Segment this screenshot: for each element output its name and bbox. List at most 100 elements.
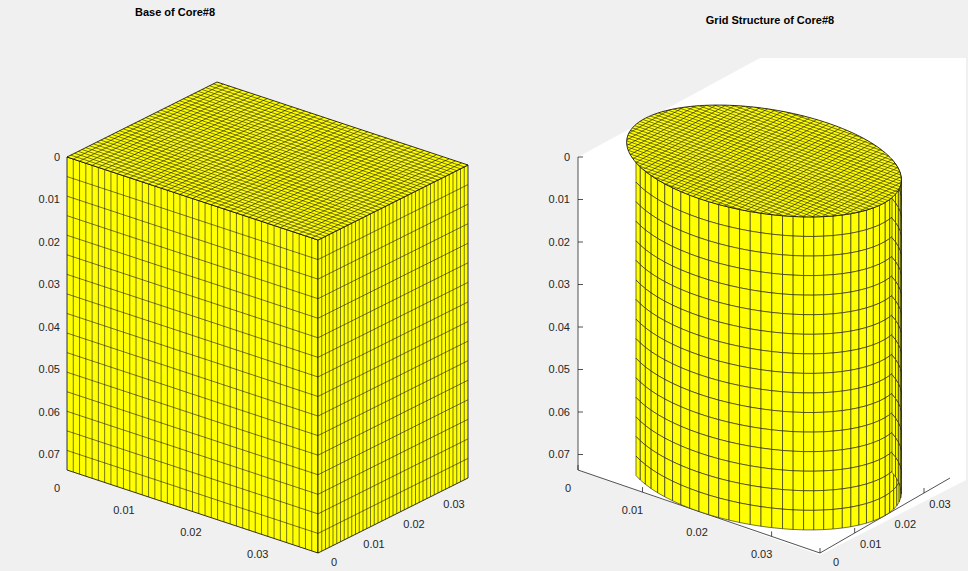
cylinder-cell	[833, 430, 842, 451]
grid-line	[578, 284, 583, 285]
cylinder-cell	[772, 234, 783, 255]
cylinder-cell	[814, 510, 824, 530]
grid-line	[578, 465, 579, 470]
cylinder-cell	[814, 432, 824, 452]
cylinder-cell	[824, 353, 834, 373]
grid-line	[318, 282, 468, 357]
grid-line	[642, 487, 643, 492]
cylinder-cell	[873, 460, 879, 482]
cylinder-cell	[699, 316, 709, 339]
cylinder-cell	[885, 239, 890, 262]
cylinder-cell	[793, 334, 803, 354]
cylinder-cell	[690, 215, 699, 238]
cylinder-cell	[896, 457, 899, 481]
cylinder-cell	[783, 392, 794, 412]
cylinder-cell	[761, 448, 772, 469]
grid-line	[318, 224, 468, 299]
cylinder-cell	[880, 496, 885, 518]
tick-label: 0.05	[549, 364, 570, 375]
cylinder-cell	[833, 450, 842, 471]
cylinder-cell	[851, 329, 859, 350]
cylinder-cell	[824, 275, 834, 295]
cylinder-cell	[793, 353, 803, 373]
tick-label: 0.01	[549, 194, 570, 205]
cylinder-cell	[681, 407, 690, 430]
cylinder-cell	[729, 246, 740, 268]
cylinder-cell	[709, 241, 719, 263]
cylinder-cell	[804, 315, 814, 335]
cylinder-cell	[833, 391, 842, 412]
cylinder-cell	[681, 348, 690, 371]
cylinder-cell	[740, 209, 751, 231]
cylinder-cell	[690, 489, 699, 512]
tick-label: 0.01	[363, 539, 384, 550]
grid-line	[202, 90, 453, 173]
cylinder-cell	[859, 327, 866, 349]
tick-label: 0.02	[39, 237, 60, 248]
cylinder-cell	[690, 332, 699, 355]
grid-line	[578, 369, 583, 370]
cylinder-cell	[880, 379, 885, 401]
cylinder-cell	[866, 423, 873, 445]
grid-line	[213, 84, 464, 167]
cylinder-cell	[859, 230, 866, 252]
cylinder-cell	[833, 352, 842, 373]
cylinder-cell	[719, 361, 729, 383]
cylinder-cell	[880, 222, 885, 244]
cylinder-cell	[824, 372, 834, 392]
tick-label: 0	[331, 557, 337, 568]
cylinder-cell	[859, 367, 866, 389]
top-grid	[581, 84, 947, 238]
cylinder-cell	[651, 469, 657, 493]
tick-label: 0.03	[443, 499, 464, 510]
cylinder-cell	[804, 452, 814, 472]
grid-line	[578, 412, 583, 413]
cylinder-cell	[750, 348, 761, 369]
cylinder-cell	[793, 216, 803, 236]
tick-label: 0.01	[39, 194, 60, 205]
cylinder-cell	[851, 349, 859, 370]
grid-line	[293, 157, 443, 232]
cylinder-cell	[783, 255, 794, 275]
cylinder-cell	[859, 347, 866, 369]
cylinder-cell	[814, 393, 824, 413]
cylinder-cell	[740, 464, 751, 486]
cylinder-cell	[690, 371, 699, 394]
cylinder-cell	[709, 397, 719, 419]
cylinder-cell	[880, 476, 885, 498]
cylinder-cell	[709, 221, 719, 243]
cylinder-cell	[699, 414, 709, 437]
cylinder-cell	[783, 431, 794, 451]
cylinder-cell	[719, 283, 729, 305]
cylinder-cell	[740, 366, 751, 388]
cylinder-cell	[699, 453, 709, 476]
cylinder-cell	[690, 352, 699, 375]
grid-line	[67, 314, 318, 397]
cylinder-cell	[750, 270, 761, 291]
cylinder-cell	[709, 476, 719, 498]
cylinder-cell	[866, 443, 873, 465]
grid-line	[67, 294, 318, 377]
cylinder-cell	[866, 267, 873, 289]
cylinder-cell	[740, 405, 751, 427]
cylinder-cell	[750, 212, 761, 233]
cylinder-cell	[873, 323, 879, 345]
cylinder-cell	[729, 285, 740, 307]
grid-line	[210, 86, 461, 169]
cylinder-cell	[873, 499, 879, 521]
cylinder-cell	[699, 355, 709, 378]
cylinder-cell	[880, 242, 885, 264]
cylinder-cell	[859, 425, 866, 447]
tick-label: 0.07	[549, 449, 570, 460]
cylinder-cell	[729, 461, 740, 483]
cylinder-cell	[873, 264, 879, 286]
cylinder-cell	[814, 373, 824, 393]
cylinder-cell	[824, 490, 834, 510]
cylinder-cell	[842, 507, 851, 528]
cylinder-cell	[804, 295, 814, 315]
tick-label: 0.02	[549, 237, 570, 248]
cylinder-cell	[681, 328, 690, 351]
cylinder-cell	[873, 342, 879, 364]
cylinder-cell	[761, 311, 772, 332]
cylinder-cell	[740, 444, 751, 466]
